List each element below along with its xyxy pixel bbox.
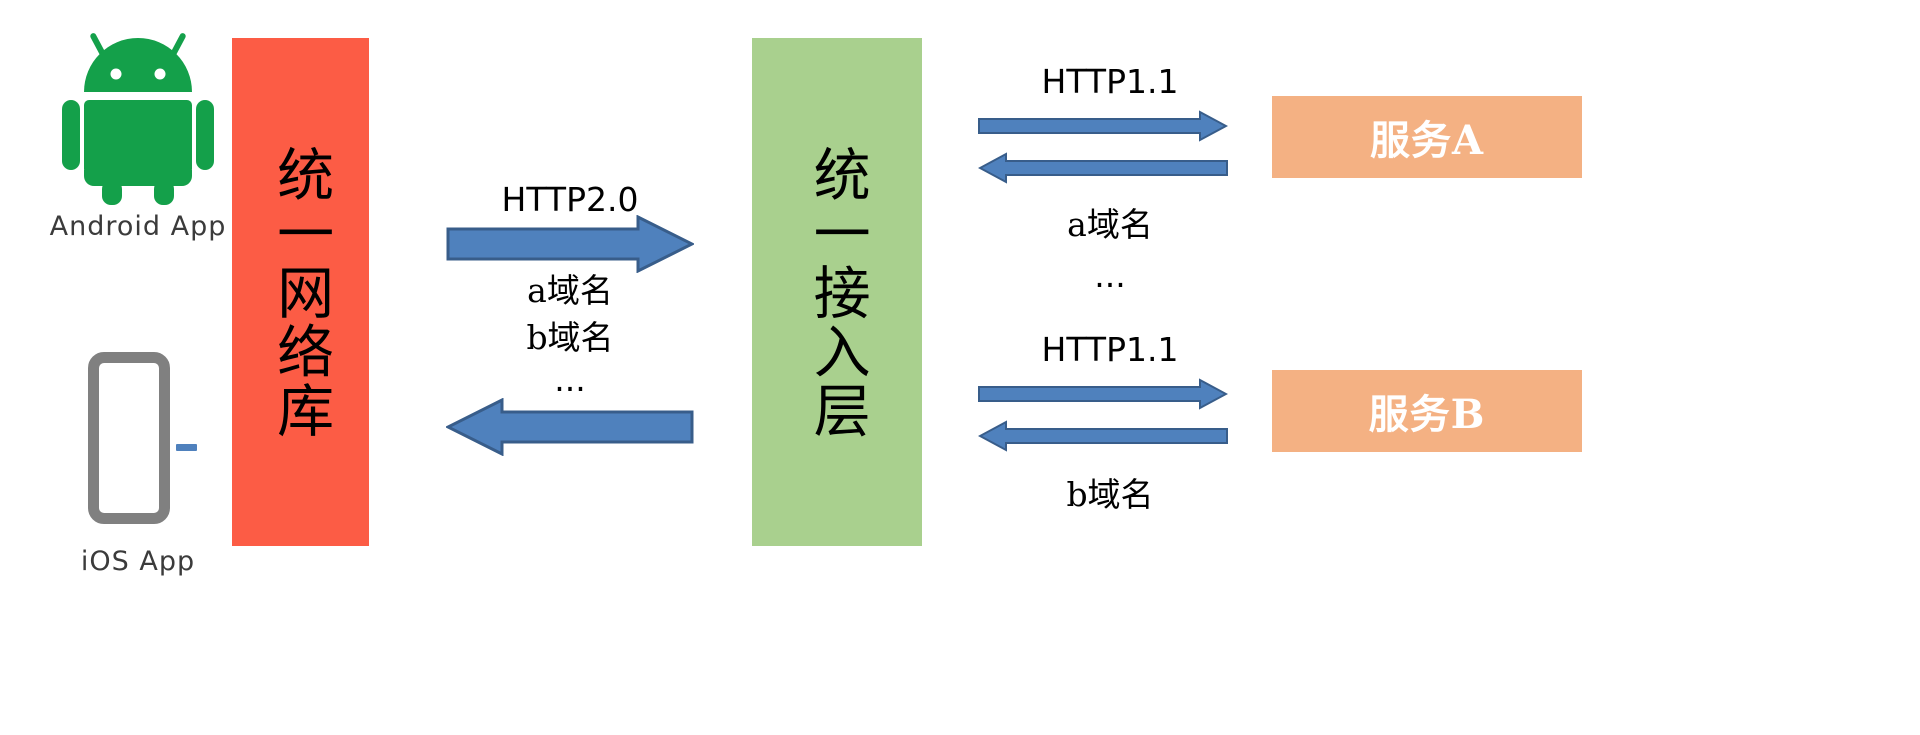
client-ios-label: iOS App: [80, 546, 196, 577]
client-android: Android App: [8, 30, 268, 242]
service-box-a-label: 服务A: [1369, 117, 1485, 164]
client-ios: iOS App: [8, 352, 268, 577]
service-box-b: 服务B: [1272, 370, 1582, 452]
arrow-left-service-b-to-gateway: [978, 420, 1228, 452]
arrow-left-gateway-to-client: [446, 398, 694, 456]
client-android-label: Android App: [49, 211, 227, 242]
arrow-right-gateway-to-service-a: [978, 110, 1228, 142]
pillar-access-layer: 统一接入层: [752, 38, 922, 546]
android-robot-icon: [62, 33, 214, 205]
flow-domain-label-service-b: b域名: [1066, 475, 1154, 514]
flow-protocol-label-http11-b: HTTP1.1: [1041, 330, 1179, 369]
flow-ellipsis-middle: ...: [554, 360, 586, 399]
phone-body: [88, 352, 170, 524]
service-box-b-label: 服务B: [1368, 391, 1486, 438]
flow-domain-label-service-a: a域名: [1067, 205, 1153, 244]
flow-ellipsis-service-a: ...: [1094, 256, 1126, 295]
flow-protocol-label-http11-a: HTTP1.1: [1041, 62, 1179, 101]
mobile-phone-icon: [88, 352, 197, 536]
signal-dash-icon: [176, 444, 197, 451]
pillar-access-layer-label: 统一接入层: [804, 144, 871, 440]
pillar-network-library-label: 统一网络库: [267, 144, 334, 440]
arrow-right-client-to-gateway: [446, 215, 694, 273]
flow-domain-label-a: a域名: [527, 271, 613, 310]
flow-domain-label-b: b域名: [526, 318, 614, 357]
arrow-right-gateway-to-service-b: [978, 378, 1228, 410]
service-box-a: 服务A: [1272, 96, 1582, 178]
arrow-left-service-a-to-gateway: [978, 152, 1228, 184]
pillar-network-library: 统一网络库: [232, 38, 369, 546]
flow-protocol-label-http2: HTTP2.0: [501, 180, 639, 219]
